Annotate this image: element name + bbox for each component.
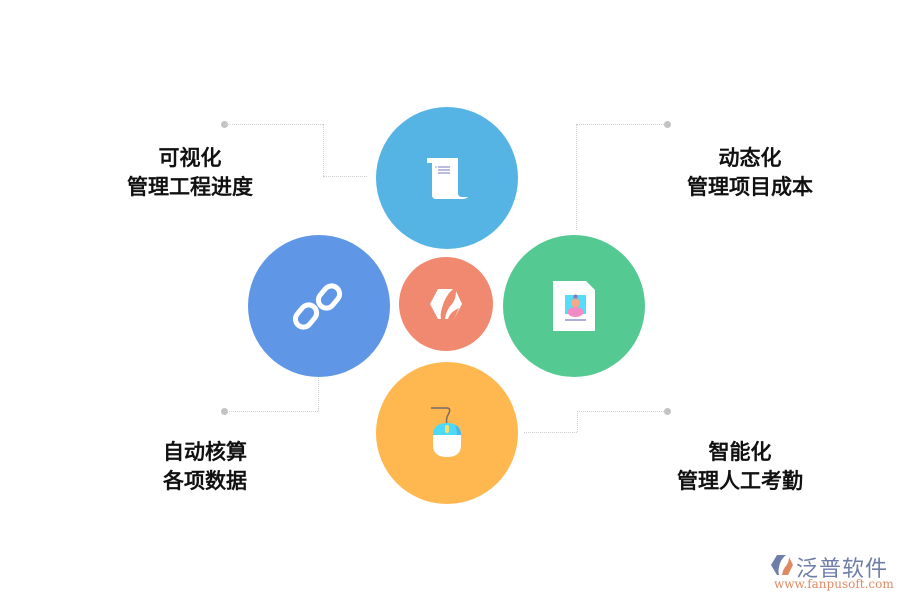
node-right-circle <box>503 235 645 377</box>
label-bottom-left: 自动核算 各项数据 <box>125 438 285 496</box>
connector-line <box>576 124 666 125</box>
computer-mouse-icon <box>431 407 461 457</box>
node-center-circle <box>399 257 493 351</box>
profile-card-icon <box>553 281 595 331</box>
connector-line <box>225 124 323 125</box>
brand-logo-icon <box>771 555 793 575</box>
connector-dot <box>221 121 228 128</box>
connector-line <box>524 432 577 433</box>
connector-line <box>323 124 324 176</box>
label-line-1: 智能化 <box>708 440 772 464</box>
connector-line <box>318 378 319 411</box>
label-line-1: 可视化 <box>158 146 222 170</box>
chain-link-icon <box>293 283 343 330</box>
label-line-2: 管理人工考勤 <box>677 469 803 493</box>
label-top-left: 可视化 管理工程进度 <box>110 144 270 202</box>
connector-dot <box>221 408 228 415</box>
brand-url: www.fanpusoft.com <box>774 577 894 591</box>
logo-hexagon-icon <box>430 289 462 319</box>
watermark-logo: 泛普软件 www.fanpusoft.com <box>766 553 896 595</box>
label-line-1: 自动核算 <box>163 440 247 464</box>
label-bottom-right: 智能化 管理人工考勤 <box>660 438 820 496</box>
label-line-2: 管理项目成本 <box>687 175 813 199</box>
connector-line <box>576 124 577 230</box>
brand-name: 泛普软件 <box>796 557 889 582</box>
node-bottom-circle <box>376 362 518 504</box>
label-line-2: 管理工程进度 <box>127 175 253 199</box>
scroll-document-icon <box>427 158 468 199</box>
connector-dot <box>664 408 671 415</box>
label-line-2: 各项数据 <box>163 469 247 493</box>
connector-line <box>323 176 367 177</box>
label-top-right: 动态化 管理项目成本 <box>670 144 830 202</box>
connector-line <box>577 411 666 412</box>
connector-line <box>577 411 578 432</box>
node-left-circle <box>248 235 390 377</box>
label-line-1: 动态化 <box>718 146 782 170</box>
connector-line <box>225 411 318 412</box>
node-top-circle <box>376 107 518 249</box>
connector-dot <box>664 121 671 128</box>
